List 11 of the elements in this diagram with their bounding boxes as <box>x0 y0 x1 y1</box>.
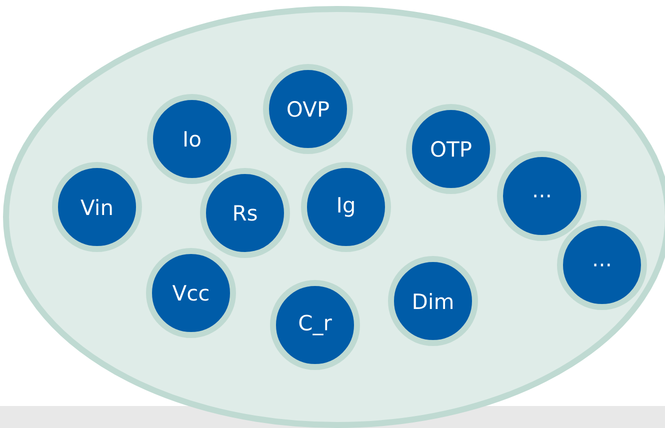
circle-node: Vcc <box>146 248 236 338</box>
circle-node: C_r <box>270 280 360 370</box>
circle-node: Rs <box>200 168 290 258</box>
circle-node: Ig <box>301 162 391 252</box>
circle-node: Io <box>147 94 237 184</box>
circle-node: Dim <box>388 256 478 346</box>
circle-node: OVP <box>263 64 353 154</box>
circle-node: ... <box>557 220 647 310</box>
circle-node: OTP <box>406 104 496 194</box>
circle-node: Vin <box>52 162 142 252</box>
circle-node: ... <box>497 151 587 241</box>
